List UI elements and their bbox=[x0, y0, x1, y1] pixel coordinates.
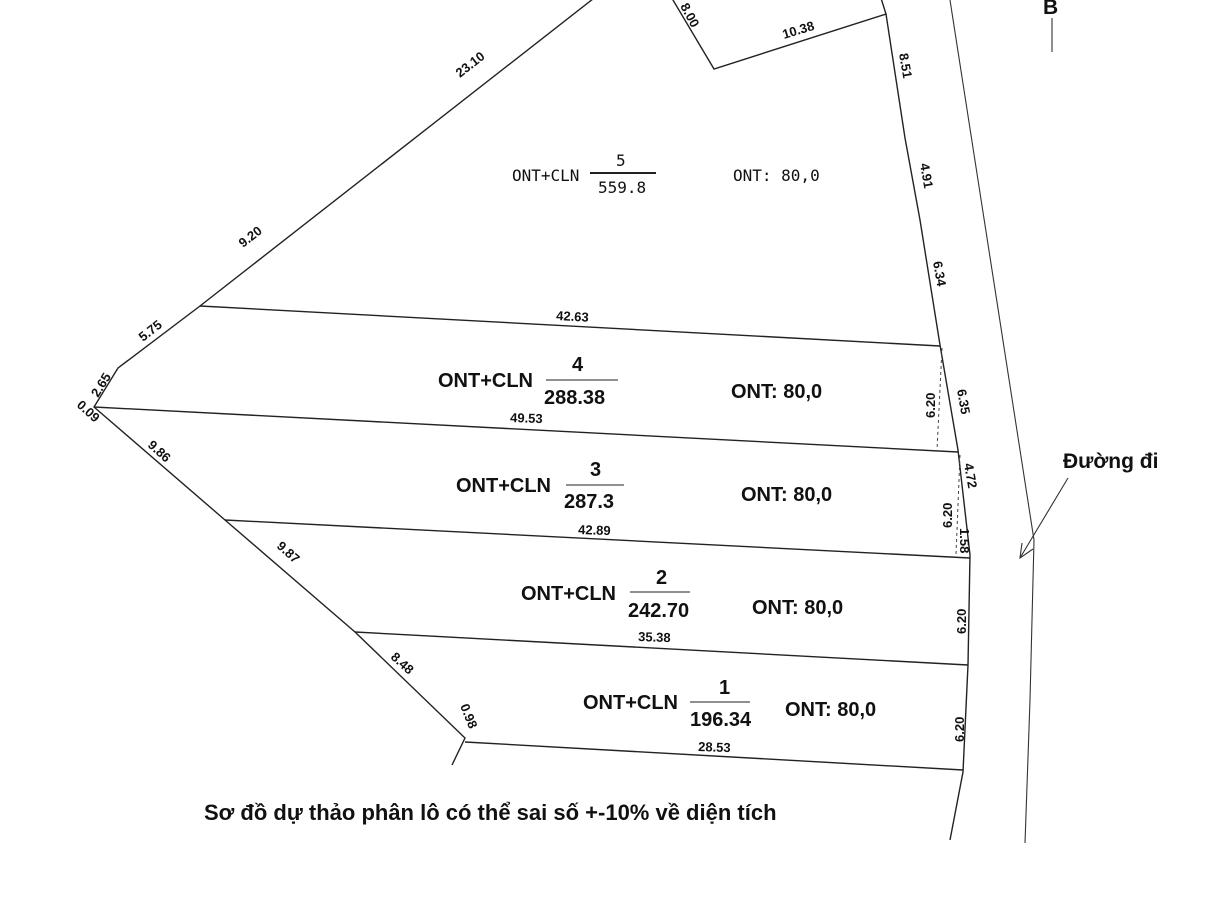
svg-text:288.38: 288.38 bbox=[544, 387, 605, 409]
dimension-label: 9.20 bbox=[236, 223, 265, 250]
lot-line-4-3 bbox=[93, 406, 959, 453]
dimension-label: 6.20 bbox=[954, 609, 969, 634]
svg-text:3: 3 bbox=[590, 459, 601, 481]
dimension-label: 42.89 bbox=[578, 522, 611, 538]
dimension-label: 6.35 bbox=[954, 388, 973, 416]
offset-dash-3 bbox=[955, 454, 961, 556]
parcel-boundary-north bbox=[672, 0, 887, 70]
svg-text:4: 4 bbox=[572, 354, 584, 376]
dimension-label: 5.75 bbox=[136, 317, 165, 344]
dimension-label: 8.51 bbox=[896, 52, 915, 80]
svg-text:ONT+CLN: ONT+CLN bbox=[438, 370, 533, 392]
svg-text:ONT: 80,0: ONT: 80,0 bbox=[752, 597, 843, 619]
svg-text:1: 1 bbox=[719, 677, 730, 699]
dimension-label: 42.63 bbox=[556, 308, 589, 325]
lot-line-1-south bbox=[464, 741, 964, 771]
dimension-label: 9.87 bbox=[274, 538, 303, 566]
svg-text:ONT+CLN: ONT+CLN bbox=[521, 583, 616, 605]
lot-5-label: ONT+CLN 5 559.8 ONT: 80,0 bbox=[512, 151, 820, 197]
dimension-label: 9.86 bbox=[145, 437, 174, 465]
svg-text:ONT: 80,0: ONT: 80,0 bbox=[785, 699, 876, 721]
dimension-label: 49.53 bbox=[510, 410, 543, 426]
svg-text:ONT+CLN: ONT+CLN bbox=[512, 166, 579, 185]
svg-text:ONT+CLN: ONT+CLN bbox=[456, 475, 551, 497]
dimension-label: 8.48 bbox=[388, 649, 417, 677]
lot-1-label: ONT+CLN 1 196.34 ONT: 80,0 bbox=[583, 677, 876, 731]
lot-2-label: ONT+CLN 2 242.70 ONT: 80,0 bbox=[521, 567, 843, 622]
road-label: Đường đi bbox=[1063, 450, 1158, 473]
lot-line-3-2 bbox=[224, 519, 971, 559]
dimension-label: 1.58 bbox=[957, 528, 972, 553]
lot-3-label: ONT+CLN 3 287.3 ONT: 80,0 bbox=[456, 459, 832, 513]
parcel-boundary-west bbox=[93, 0, 593, 766]
dimension-label: 28.53 bbox=[698, 739, 731, 755]
road-edge-west bbox=[949, 0, 1035, 844]
lot-line-5-4 bbox=[199, 305, 941, 347]
svg-text:287.3: 287.3 bbox=[564, 491, 614, 513]
dimension-label: 6.20 bbox=[940, 503, 955, 528]
svg-text:ONT+CLN: ONT+CLN bbox=[583, 692, 678, 714]
lot-line-2-1 bbox=[354, 631, 969, 666]
svg-text:2: 2 bbox=[656, 567, 667, 589]
dimension-label: 4.91 bbox=[917, 162, 936, 190]
dimension-label: 4.72 bbox=[961, 462, 980, 490]
dimension-label: 0.09 bbox=[74, 397, 103, 425]
svg-text:242.70: 242.70 bbox=[628, 600, 689, 622]
lot-4-label: ONT+CLN 4 288.38 ONT: 80,0 bbox=[438, 354, 822, 409]
svg-text:5: 5 bbox=[616, 151, 626, 170]
offset-dash-4 bbox=[936, 347, 943, 451]
svg-text:ONT: 80,0: ONT: 80,0 bbox=[731, 381, 822, 403]
svg-text:196.34: 196.34 bbox=[690, 709, 752, 731]
plan-caption: Sơ đồ dự thảo phân lô có thể sai số +-10… bbox=[204, 800, 777, 825]
dimension-label: 0.98 bbox=[457, 702, 480, 731]
dimension-label: 6.34 bbox=[930, 260, 949, 288]
parcel-boundary-east bbox=[885, 13, 971, 841]
svg-text:ONT: 80,0: ONT: 80,0 bbox=[741, 484, 832, 506]
road-arrow-head bbox=[1019, 542, 1034, 560]
dimension-label: 6.20 bbox=[923, 393, 938, 418]
svg-text:559.8: 559.8 bbox=[598, 178, 646, 197]
corner-label: B bbox=[1043, 0, 1058, 19]
svg-text:ONT: 80,0: ONT: 80,0 bbox=[733, 166, 820, 185]
dimension-label: 6.20 bbox=[952, 717, 967, 742]
dimension-label: 35.38 bbox=[638, 629, 671, 645]
dimension-label: 23.10 bbox=[453, 49, 488, 81]
dimension-label: 2.65 bbox=[88, 370, 114, 399]
road-arrow-shaft bbox=[1019, 477, 1069, 559]
